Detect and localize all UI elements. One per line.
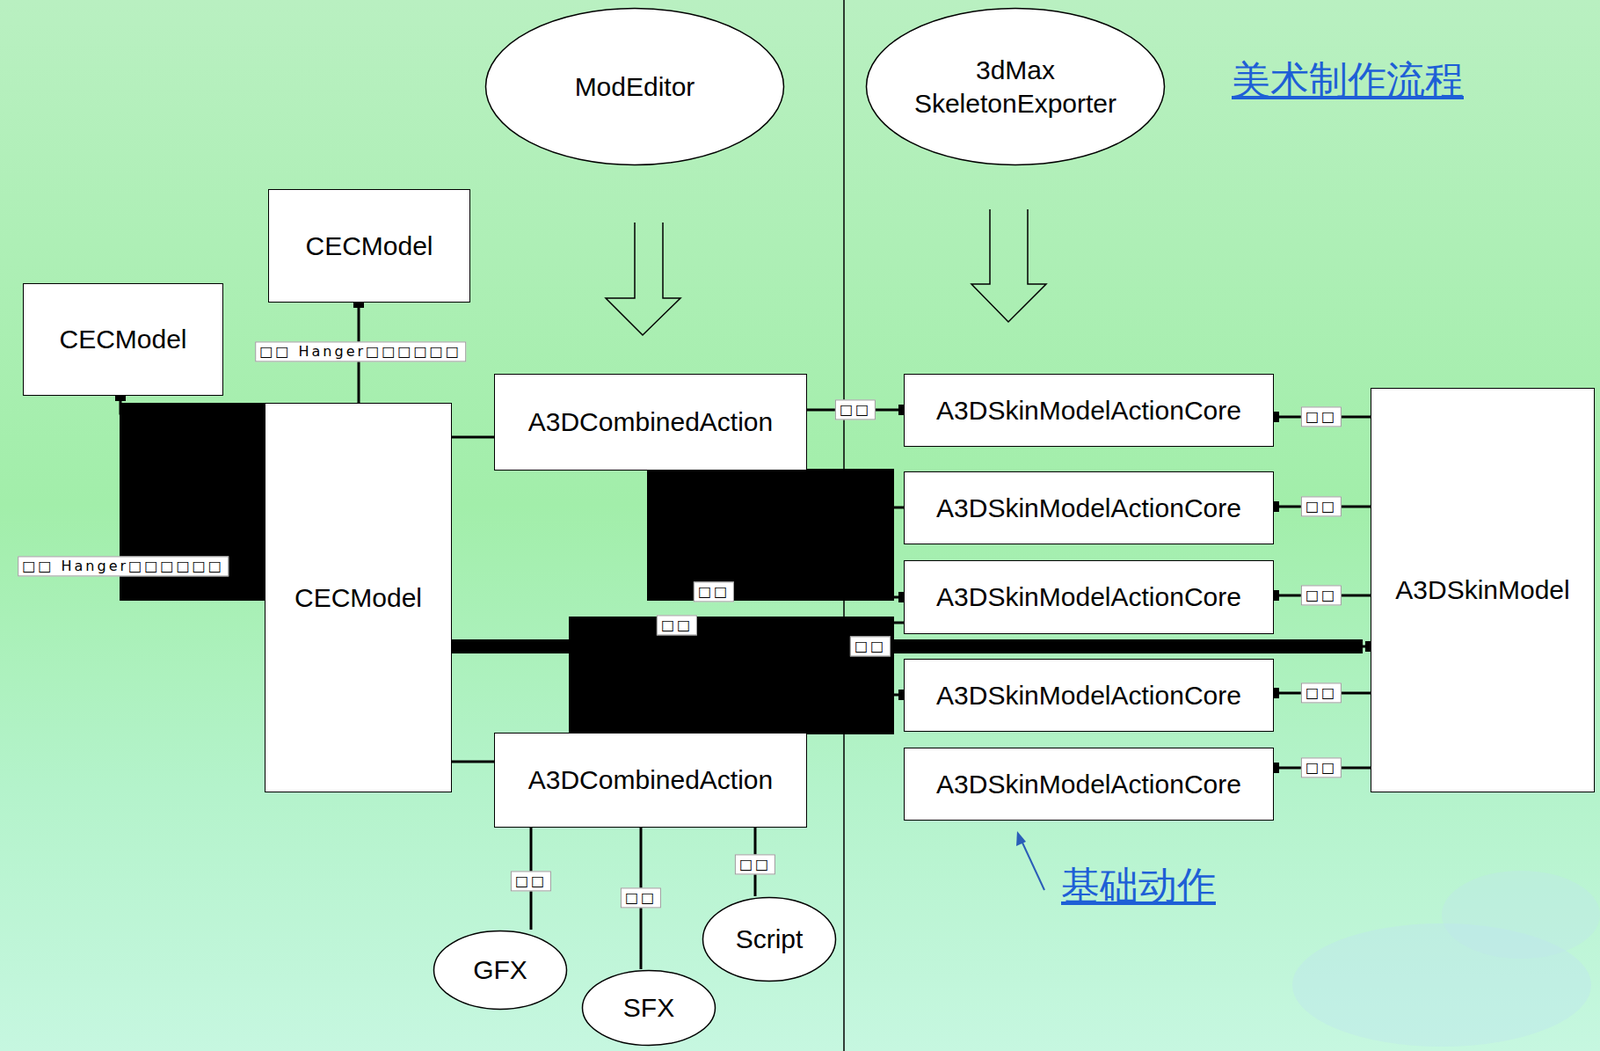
connector-line xyxy=(764,694,904,733)
leader-line xyxy=(1021,840,1045,890)
connector-line xyxy=(451,436,495,439)
model-box: CECModel xyxy=(268,189,471,303)
node-label: A3DSkinModelActionCore xyxy=(936,678,1242,713)
hollow-arrow xyxy=(605,222,681,335)
node-label: CECModel xyxy=(305,229,433,263)
model-box: CECModel xyxy=(22,283,224,396)
action-core-box: A3DSkinModelActionCore xyxy=(903,747,1274,821)
node-label: CECModel xyxy=(294,581,422,615)
node-label: 3dMax SkeletonExporter xyxy=(905,53,1126,120)
node-label: A3DSkinModelActionCore xyxy=(936,767,1242,801)
connector-line xyxy=(694,470,904,508)
effect-ellipse: GFX xyxy=(432,929,568,1011)
dragon-watermark xyxy=(1441,870,1600,959)
connector-line xyxy=(451,645,1371,648)
connector-line xyxy=(120,395,265,414)
effect-ellipse: SFX xyxy=(581,968,717,1047)
connector-label: □□ Hanger□□□□□□ xyxy=(254,341,466,362)
connector-label: □□ xyxy=(1301,406,1342,427)
effect-ellipse: Script xyxy=(701,895,837,982)
ellipse-outline xyxy=(865,7,1166,167)
node-label: Script xyxy=(735,922,804,956)
connector-label: □□ xyxy=(1301,756,1342,778)
connector-line xyxy=(615,622,904,733)
leader-arrowhead xyxy=(1016,830,1026,846)
node-label: ModEditor xyxy=(574,70,696,104)
ellipse-shape xyxy=(866,8,1165,166)
connector-label: □□ xyxy=(835,399,876,420)
connector-label: □□ xyxy=(510,870,552,891)
node-label: GFX xyxy=(472,952,528,987)
hollow-arrow xyxy=(971,209,1047,322)
node-label: SFX xyxy=(623,990,675,1025)
tool-ellipse: 3dMax SkeletonExporter xyxy=(865,7,1166,167)
connector-label: □□ xyxy=(734,853,776,874)
node-label: A3DCombinedAction xyxy=(528,763,773,797)
node-label: CECModel xyxy=(58,322,187,357)
connector-label: □□ xyxy=(1301,495,1342,517)
action-box: A3DCombinedAction xyxy=(494,732,808,828)
skin-model-box: A3DSkinModel xyxy=(1370,387,1595,793)
link-heading: 美术制作流程 xyxy=(1231,54,1464,107)
ellipse-shape xyxy=(582,970,716,1046)
action-core-box: A3DSkinModelActionCore xyxy=(903,658,1274,732)
connector-line xyxy=(451,760,495,764)
connector-line xyxy=(747,470,904,597)
connector-label: □□ Hanger□□□□□□ xyxy=(17,555,229,576)
node-label: A3DSkinModelActionCore xyxy=(936,393,1242,428)
node-label: A3DSkinModelActionCore xyxy=(936,580,1242,614)
connector-label: □□ xyxy=(693,581,735,602)
connector-label: □□ xyxy=(620,887,662,908)
link-heading: 基础动作 xyxy=(1061,859,1216,912)
action-core-box: A3DSkinModelActionCore xyxy=(903,560,1274,634)
ellipse-shape xyxy=(486,8,785,166)
action-core-box: A3DSkinModelActionCore xyxy=(903,471,1274,545)
connector-label: □□ xyxy=(1301,682,1342,703)
thick-link-block xyxy=(568,616,895,735)
action-box: A3DCombinedAction xyxy=(494,373,808,471)
ellipse-shape xyxy=(434,930,568,1010)
ellipse-shape xyxy=(703,897,837,982)
node-label: A3DCombinedAction xyxy=(528,405,773,439)
connector-label: □□ xyxy=(850,635,891,656)
connector-label: □□ xyxy=(1301,584,1342,605)
model-box: CECModel xyxy=(264,402,452,793)
connector-label: □□ xyxy=(656,614,698,635)
tool-ellipse: ModEditor xyxy=(484,7,786,167)
node-label: A3DSkinModelActionCore xyxy=(936,491,1242,525)
action-core-box: A3DSkinModelActionCore xyxy=(903,373,1274,447)
node-label: A3DSkinModel xyxy=(1395,573,1570,607)
thick-link-block xyxy=(647,468,895,601)
